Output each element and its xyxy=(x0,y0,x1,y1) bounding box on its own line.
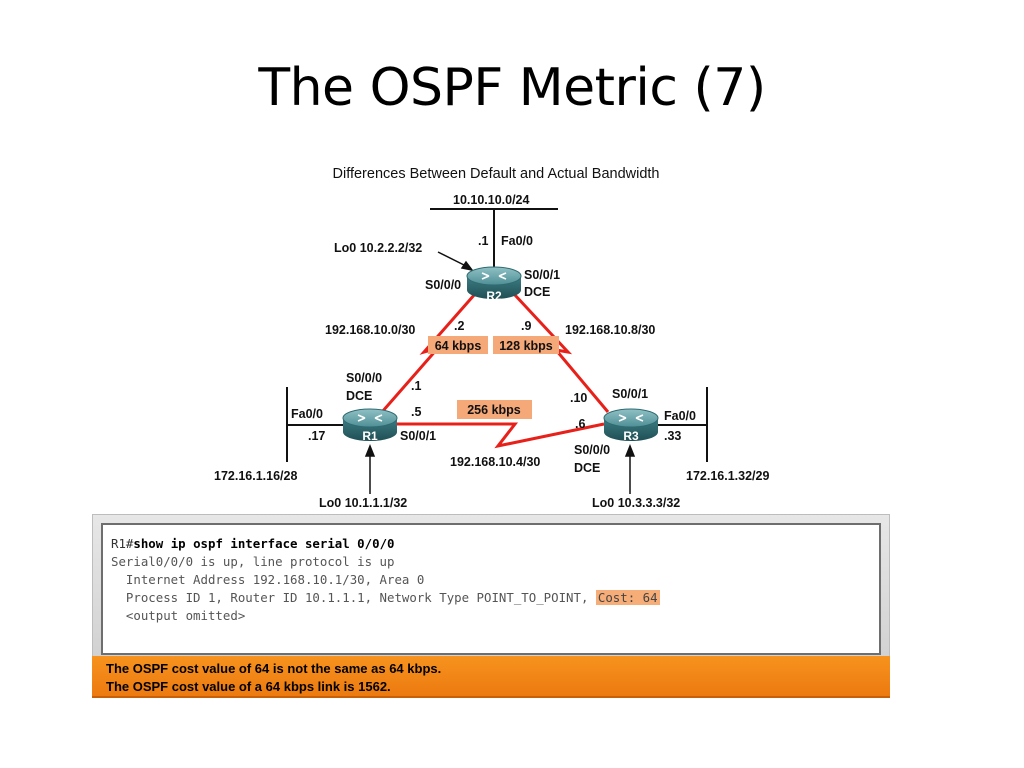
router-label: R3 xyxy=(623,429,639,443)
topology-labels: 10.10.10.0/24 .1 Fa0/0 Lo0 10.2.2.2/32 S… xyxy=(214,193,769,510)
serial-link-r1-r3 xyxy=(395,422,605,449)
interface-ip-label: .10 xyxy=(570,391,587,405)
cli-output-line: Internet Address 192.168.10.1/30, Area 0 xyxy=(111,572,425,587)
interface-label: Fa0/0 xyxy=(501,234,533,248)
loopback-arrows xyxy=(364,251,636,494)
cli-output-box: R1#show ip ospf interface serial 0/0/0 S… xyxy=(101,523,881,655)
dce-label: DCE xyxy=(524,285,550,299)
bandwidth-label-r1-r2: 64 kbps xyxy=(435,339,482,353)
interface-ip-label: .6 xyxy=(575,417,585,431)
interface-ip-label: .17 xyxy=(308,429,325,443)
interface-label: Fa0/0 xyxy=(291,407,323,421)
network-label: 172.16.1.32/29 xyxy=(686,469,769,483)
loopback-label: Lo0 10.1.1.1/32 xyxy=(319,496,407,510)
interface-label: S0/0/0 xyxy=(346,371,382,385)
network-label: 172.16.1.16/28 xyxy=(214,469,297,483)
figure-caption: Differences Between Default and Actual B… xyxy=(333,166,660,182)
interface-ip-label: .1 xyxy=(478,234,488,248)
cost-highlight: Cost: 64 xyxy=(595,590,660,605)
cli-command: show ip ospf interface serial 0/0/0 xyxy=(133,536,395,551)
router-label: R1 xyxy=(362,429,378,443)
router-r1[interactable]: R1 xyxy=(342,408,398,443)
dce-label: DCE xyxy=(346,389,372,403)
bandwidth-label-r2-r3: 128 kbps xyxy=(499,339,553,353)
interface-ip-label: .5 xyxy=(411,405,421,419)
network-label: 192.168.10.8/30 xyxy=(565,323,655,337)
router-arrows-icon xyxy=(357,414,383,422)
interface-label: S0/0/0 xyxy=(574,443,610,457)
network-label: 192.168.10.0/30 xyxy=(325,323,415,337)
bandwidth-label-r1-r3: 256 kbps xyxy=(467,403,521,417)
serial-link-r2-r3 xyxy=(512,292,610,413)
cli-prompt: R1# xyxy=(111,536,134,551)
interface-label: Fa0/0 xyxy=(664,409,696,423)
ethernet-links xyxy=(286,208,708,462)
interface-ip-label: .33 xyxy=(664,429,681,443)
router-label: R2 xyxy=(486,289,502,303)
cli-command-line: R1#show ip ospf interface serial 0/0/0 xyxy=(111,535,879,553)
interface-ip-label: .2 xyxy=(454,319,464,333)
interface-ip-label: .1 xyxy=(411,379,421,393)
interface-label: S0/0/1 xyxy=(612,387,648,401)
note-line: The OSPF cost value of 64 is not the sam… xyxy=(106,661,442,676)
interface-label: S0/0/1 xyxy=(400,429,436,443)
loopback-label: Lo0 10.2.2.2/32 xyxy=(334,241,422,255)
cli-output-line: Serial0/0/0 is up, line protocol is up xyxy=(111,554,395,569)
dce-label: DCE xyxy=(574,461,600,475)
slide-title: The OSPF Metric (7) xyxy=(258,58,766,118)
network-label: 10.10.10.0/24 xyxy=(453,193,530,207)
cli-output-line: <output omitted> xyxy=(111,608,246,623)
note-line: The OSPF cost value of a 64 kbps link is… xyxy=(106,679,391,694)
cli-output-text: Process ID 1, Router ID 10.1.1.1, Networ… xyxy=(111,590,596,605)
router-r2[interactable]: R2 xyxy=(466,266,522,303)
interface-label: S0/0/1 xyxy=(524,268,560,282)
note-bar: The OSPF cost value of 64 is not the sam… xyxy=(92,656,890,698)
bandwidth-labels: 64 kbps 128 kbps 256 kbps xyxy=(428,336,559,419)
router-arrows-icon xyxy=(618,414,644,422)
interface-ip-label: .9 xyxy=(521,319,531,333)
router-r3[interactable]: R3 xyxy=(603,408,659,443)
interface-label: S0/0/0 xyxy=(425,278,461,292)
loopback-label: Lo0 10.3.3.3/32 xyxy=(592,496,680,510)
network-label: 192.168.10.4/30 xyxy=(450,455,540,469)
cli-output-line: Process ID 1, Router ID 10.1.1.1, Networ… xyxy=(111,589,879,607)
router-arrows-icon xyxy=(481,272,507,280)
cli-output-panel: R1#show ip ospf interface serial 0/0/0 S… xyxy=(92,514,890,656)
